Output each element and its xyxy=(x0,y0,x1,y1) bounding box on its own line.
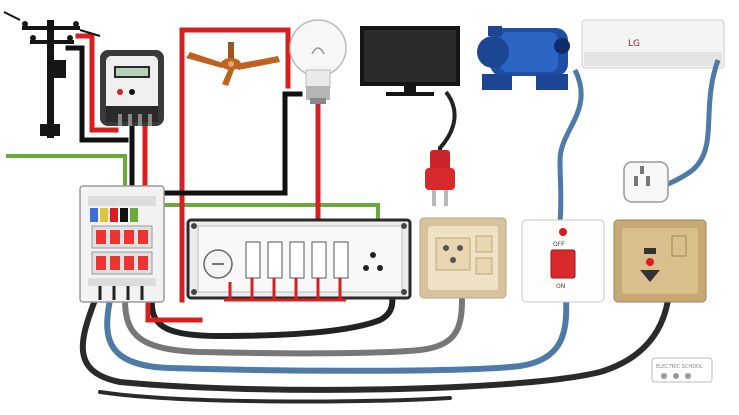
bottom-cables xyxy=(79,287,671,404)
ceiling-fan xyxy=(186,42,280,86)
switch-2[interactable] xyxy=(267,241,283,279)
pump-cable xyxy=(557,68,584,223)
energy-meter xyxy=(100,50,164,126)
pole-wire-red xyxy=(75,33,119,133)
dp-switch: OFF ON xyxy=(521,219,605,303)
black-loop-cable xyxy=(148,287,396,339)
neutral-main xyxy=(162,91,303,196)
live-fan xyxy=(179,27,291,303)
socket-switch-a[interactable] xyxy=(475,235,493,253)
distribution-board xyxy=(79,185,165,303)
pole-wire-black xyxy=(65,45,129,143)
switch-off-label: OFF xyxy=(553,241,565,248)
dp-rocker[interactable] xyxy=(550,249,576,279)
switch-4[interactable] xyxy=(311,241,327,279)
grey-cable xyxy=(122,297,465,357)
watermark-text: ELECTRIC SCHOOL xyxy=(656,364,703,370)
switch-on-label: ON xyxy=(556,283,565,290)
socket-switch-b[interactable] xyxy=(475,257,493,275)
light-bulb xyxy=(289,19,347,104)
ac-brand-label: LG xyxy=(628,39,640,49)
switch-1[interactable] xyxy=(245,241,261,279)
switch-3[interactable] xyxy=(289,241,305,279)
tv-plug xyxy=(425,150,455,206)
switch-board xyxy=(186,218,412,302)
television xyxy=(360,26,460,155)
black-cable-long xyxy=(79,297,671,393)
switch-5[interactable] xyxy=(333,241,349,279)
water-pump xyxy=(477,26,570,90)
universal-socket xyxy=(613,219,707,303)
ac-plug xyxy=(623,161,669,203)
watermark-logo: ELECTRIC SCHOOL xyxy=(651,357,713,383)
blue-cable-long xyxy=(104,297,570,374)
air-conditioner: LG xyxy=(581,19,725,69)
multi-socket xyxy=(419,217,507,299)
universal-socket-switch[interactable] xyxy=(671,235,687,257)
utility-pole xyxy=(3,11,101,138)
bottom-loop-cable xyxy=(98,390,452,404)
